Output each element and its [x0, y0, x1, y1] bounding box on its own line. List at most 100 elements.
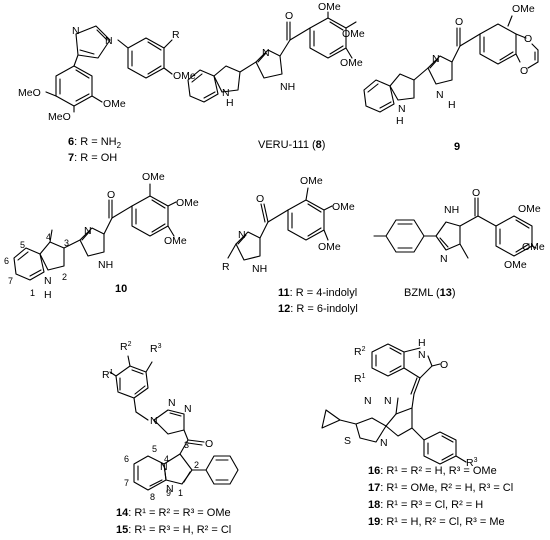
structure-10: OMe OMe OMe O N NH 3 4 5 6 7 1 2 N H 10 — [4, 171, 199, 301]
atom-R3: R3 — [150, 343, 162, 355]
atom-OMe: OMe — [142, 171, 165, 183]
compound-caption-15: 15: R¹ = R³ = H, R² = Cl — [116, 524, 231, 536]
svg-text:1: 1 — [30, 288, 35, 298]
structure-13: NH N O OMe OMe OMe BZML (13) — [373, 187, 545, 299]
atom-O: O — [520, 65, 528, 77]
atom-N: N — [384, 395, 392, 407]
atom-OMe: OMe — [164, 235, 187, 247]
compound-caption-7: 7: R = OH — [68, 152, 117, 164]
compound-label-9: 9 — [454, 141, 460, 153]
atom-OMe: OMe — [318, 1, 341, 13]
atom-O: O — [205, 438, 213, 450]
atom-O: O — [285, 10, 293, 22]
atom-N: N — [436, 89, 444, 101]
compound-caption-18: 18: R¹ = R³ = Cl, R² = H — [368, 499, 483, 511]
compound-caption-6: 6: R = NH2 — [68, 136, 122, 150]
atom-OMe: OMe — [342, 28, 365, 40]
atom-OMe: OMe — [518, 203, 541, 215]
structure-6-7: N N R OMe MeO MeO OMe 6: R = NH2 7: R = … — [18, 25, 196, 164]
atom-N: N — [72, 25, 80, 37]
compound-caption-16: 16: R¹ = R² = H, R³ = OMe — [368, 465, 497, 477]
atom-OMe: OMe — [512, 3, 535, 15]
atom-H: H — [448, 99, 456, 111]
svg-text:9: 9 — [166, 488, 171, 498]
atom-NH: NH — [444, 204, 459, 216]
svg-text:2: 2 — [194, 460, 199, 470]
compound-caption-17: 17: R¹ = OMe, R² = H, R³ = Cl — [368, 482, 513, 494]
atom-OMe: OMe — [173, 70, 196, 82]
atom-N: N — [364, 395, 372, 407]
svg-text:4: 4 — [164, 454, 169, 464]
atom-O: O — [455, 16, 463, 28]
atom-NH: NH — [98, 259, 113, 271]
atom-N: N — [440, 253, 448, 265]
atom-R2: R2 — [120, 341, 132, 353]
structure-11-12: OMe OMe OMe O N NH R 11: R = 4-indolyl 1… — [222, 175, 358, 315]
svg-text:5: 5 — [20, 240, 25, 250]
atom-H: H — [226, 97, 234, 109]
atom-R: R — [172, 29, 180, 41]
atom-N: N — [160, 461, 168, 473]
atom-O: O — [472, 187, 480, 199]
atom-N: N — [238, 229, 246, 241]
atom-OMe: OMe — [176, 197, 199, 209]
atom-R2: R2 — [354, 346, 366, 358]
svg-text:8: 8 — [150, 492, 155, 502]
atom-N: N — [432, 53, 440, 65]
structure-9: OMe O O O N N H N H 9 — [363, 3, 539, 153]
atom-OMe: OMe — [300, 175, 323, 187]
atom-N: N — [105, 35, 113, 47]
compound-caption-14: 14: R¹ = R² = R³ = OMe — [116, 507, 231, 519]
atom-O: O — [524, 33, 532, 45]
atom-N: N — [418, 349, 426, 361]
atom-R1: R1 — [102, 369, 114, 381]
atom-O: O — [256, 193, 264, 205]
compound-caption-13: BZML (13) — [404, 287, 456, 299]
atom-MeO: MeO — [48, 111, 71, 123]
atom-R1: R1 — [354, 373, 366, 385]
atom-OMe: OMe — [332, 201, 355, 213]
svg-text:4: 4 — [46, 232, 51, 242]
atom-N: N — [398, 103, 406, 115]
atom-N: N — [84, 225, 92, 237]
structure-16-19: R2 R1 H N O N N N S R3 16: R¹ = R² — [321, 337, 513, 528]
svg-text:2: 2 — [62, 272, 67, 282]
atom-N: N — [380, 437, 388, 449]
compound-label-10: 10 — [115, 283, 127, 295]
svg-text:7: 7 — [8, 276, 13, 286]
compound-caption-12: 12: R = 6-indolyl — [278, 303, 358, 315]
atom-H: H — [396, 115, 404, 127]
structure-14-15: R2 R3 R1 N N N O N N 5 4 3 2 1 9 — [102, 341, 239, 536]
atom-OMe: OMe — [103, 98, 126, 110]
compound-caption-8: VERU-111 (8) — [258, 139, 325, 151]
atom-R: R — [222, 261, 230, 273]
compound-caption-11: 11: R = 4-indolyl — [278, 287, 357, 299]
atom-S: S — [344, 435, 351, 447]
atom-H: H — [418, 337, 426, 349]
atom-O: O — [440, 359, 448, 371]
atom-R3: R3 — [466, 457, 478, 469]
atom-N: N — [150, 415, 158, 427]
atom-N: N — [262, 47, 270, 59]
atom-OMe: OMe — [522, 241, 545, 253]
atom-H: H — [44, 289, 52, 301]
atom-O: O — [107, 189, 115, 201]
svg-text:5: 5 — [152, 444, 157, 454]
atom-NH: NH — [252, 263, 267, 275]
structure-8: OMe OMe OMe O N NH H N VERU-111 (8) — [187, 1, 365, 151]
svg-text:3: 3 — [64, 238, 69, 248]
svg-text:3: 3 — [184, 440, 189, 450]
atom-OMe: OMe — [318, 241, 341, 253]
svg-text:6: 6 — [124, 454, 129, 464]
atom-OMe: OMe — [504, 259, 527, 271]
atom-N: N — [166, 483, 174, 495]
atom-N: N — [168, 397, 176, 409]
compound-caption-19: 19: R¹ = H, R² = Cl, R³ = Me — [368, 516, 505, 528]
atom-MeO: MeO — [18, 87, 41, 99]
svg-text:7: 7 — [124, 478, 129, 488]
atom-NH: NH — [280, 81, 295, 93]
svg-text:6: 6 — [4, 256, 9, 266]
svg-text:1: 1 — [178, 488, 183, 498]
atom-N: N — [184, 403, 192, 415]
